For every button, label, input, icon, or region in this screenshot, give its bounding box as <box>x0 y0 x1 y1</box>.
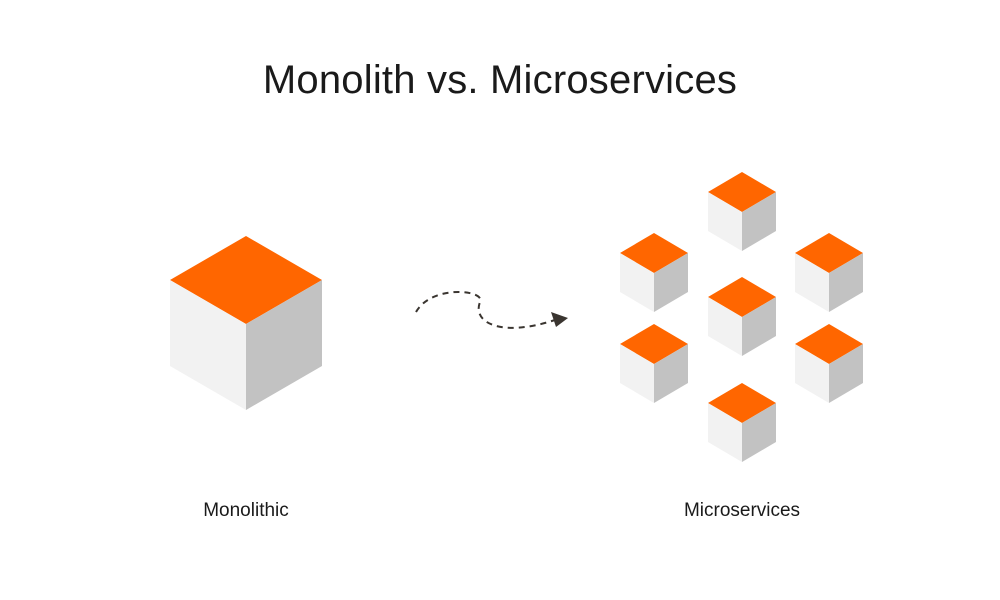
microservice-cube-center-icon <box>708 277 776 356</box>
microservice-cube-lower-right-icon <box>795 324 863 403</box>
monolith-cube-icon <box>170 236 322 410</box>
microservice-cube-upper-left-icon <box>620 233 688 312</box>
diagram-title: Monolith vs. Microservices <box>262 58 738 102</box>
microservice-cube-top-icon <box>708 172 776 251</box>
microservice-cube-lower-left-icon <box>620 324 688 403</box>
monolithic-label: Monolithic <box>203 500 289 521</box>
curved-arrow-icon <box>415 291 568 329</box>
microservice-cube-bottom-icon <box>708 383 776 462</box>
microservices-label: Microservices <box>683 500 801 521</box>
microservice-cube-upper-right-icon <box>795 233 863 312</box>
